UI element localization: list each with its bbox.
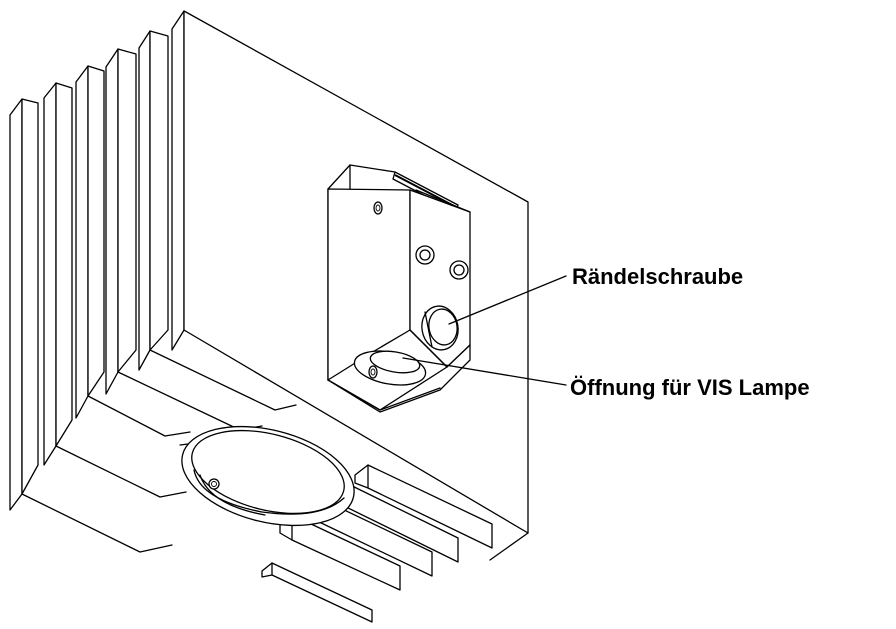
knurled-screw-leader — [448, 275, 567, 325]
cooling-fin — [105, 48, 263, 431]
bottom-fins — [179, 442, 493, 623]
vis-lamp-opening-leader — [402, 357, 567, 386]
lens-opening — [181, 425, 355, 527]
knurled-screw-label: Rändelschraube — [572, 264, 743, 289]
cooling-fin — [75, 65, 191, 437]
vis-lamp-opening — [353, 350, 427, 386]
cooling-fin — [43, 82, 187, 498]
cooling-fin — [9, 98, 173, 553]
cooling-fin — [138, 30, 297, 411]
knurled-screw — [421, 305, 459, 351]
vis-lamp-opening-label: Öffnung für VIS Lampe — [570, 375, 810, 400]
cooling-fins — [9, 10, 319, 553]
